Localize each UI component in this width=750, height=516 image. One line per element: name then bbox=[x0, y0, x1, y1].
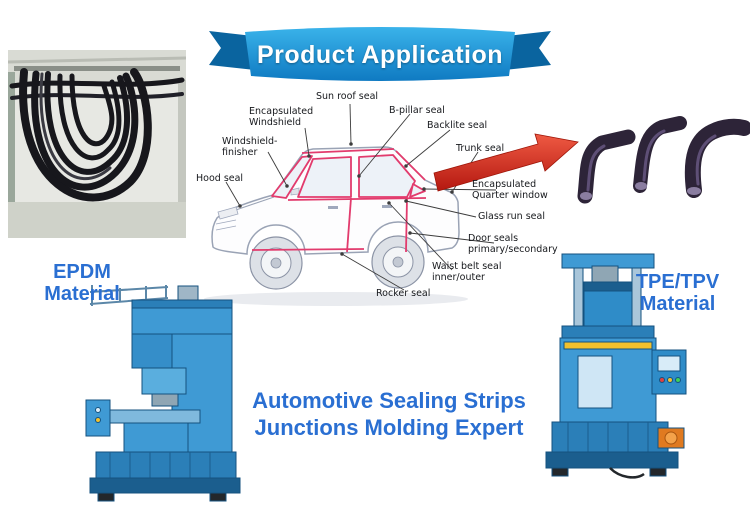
corner-seal-samples-image bbox=[577, 116, 750, 204]
label-door-seals: Door seals primary/secondary bbox=[468, 233, 558, 256]
label-b-pillar-seal: B-pillar seal bbox=[389, 105, 445, 116]
vertical-injection-molding-machine bbox=[540, 252, 690, 512]
label-waist-belt-seal: Waist belt seal inner/outer bbox=[432, 261, 502, 284]
label-glass-run-seal: Glass run seal bbox=[478, 211, 545, 222]
label-windshield-finisher: Windshield- finisher bbox=[222, 136, 278, 159]
rubber-sealing-strips-photo bbox=[7, 50, 187, 238]
tagline: Automotive Sealing Strips Junctions Mold… bbox=[252, 388, 526, 440]
label-sun-roof-seal: Sun roof seal bbox=[316, 91, 379, 102]
c-frame-injection-molding-machine bbox=[80, 282, 245, 512]
tpe-tpv-material-caption: TPE/TPV Material bbox=[635, 271, 720, 315]
label-rocker-seal: Rocker seal bbox=[376, 288, 431, 299]
label-encapsulated-quarter-window: Encapsulated Quarter window bbox=[472, 179, 548, 202]
label-backlite-seal: Backlite seal bbox=[427, 120, 488, 131]
ribbon-shape bbox=[209, 27, 551, 81]
label-encapsulated-windshield: Encapsulated Windshield bbox=[249, 106, 314, 129]
red-arrow-icon bbox=[433, 133, 579, 192]
banner-title: Product Application bbox=[256, 40, 504, 69]
epdm-material-caption: EPDM Material bbox=[44, 261, 120, 305]
car-seal-highlights bbox=[251, 148, 427, 253]
label-trunk-seal: Trunk seal bbox=[456, 143, 505, 154]
car-shadow bbox=[204, 292, 468, 306]
label-hood-seal: Hood seal bbox=[196, 173, 244, 184]
banner-ribbon: Product Application bbox=[205, 24, 555, 88]
